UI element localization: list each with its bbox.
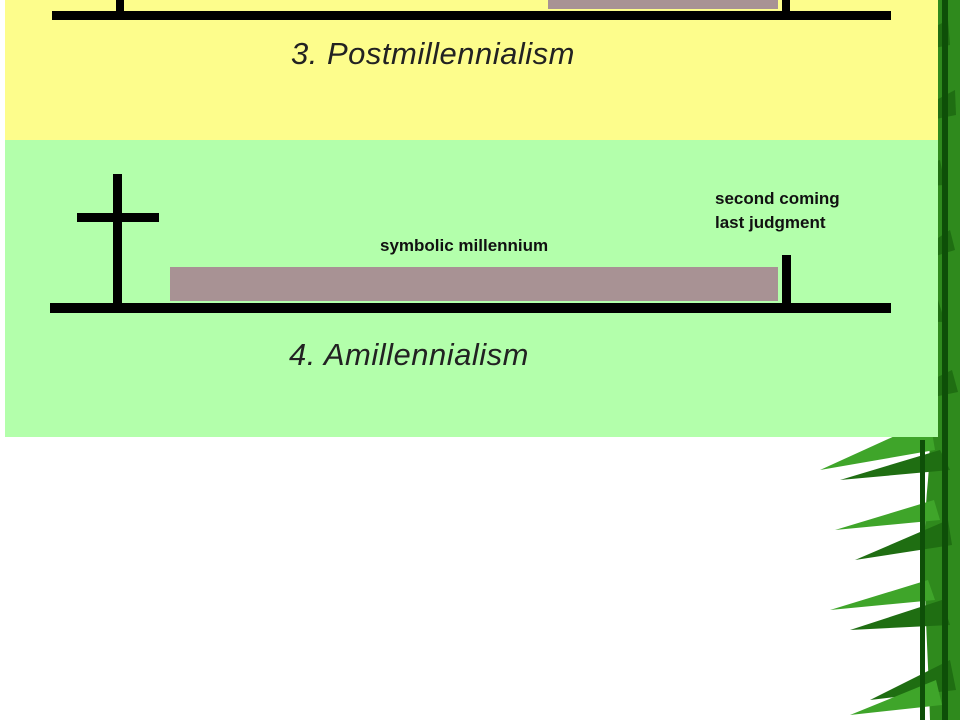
timeline-line <box>50 303 891 313</box>
second-coming-labels: second coming last judgment <box>715 187 840 235</box>
postmillennialism-panel: 3. Postmillennialism <box>5 0 938 140</box>
symbolic-millennium-label: symbolic millennium <box>380 236 549 255</box>
timeline-line <box>52 11 891 20</box>
cross-vertical <box>113 174 122 308</box>
amillennialism-panel: symbolic millennium second coming last j… <box>5 140 938 437</box>
symbolic-millennium-bar <box>170 267 778 301</box>
amillennialism-caption: 4. Amillennialism <box>289 337 529 372</box>
second-coming-label: second coming <box>715 189 840 208</box>
last-judgment-label: last judgment <box>715 213 826 232</box>
cross-vertical-stub <box>116 0 124 16</box>
postmillennialism-caption: 3. Postmillennialism <box>291 36 575 71</box>
second-coming-marker <box>782 255 791 308</box>
second-coming-marker <box>782 0 790 16</box>
millennium-bar <box>548 0 778 9</box>
cross-horizontal <box>77 213 159 222</box>
